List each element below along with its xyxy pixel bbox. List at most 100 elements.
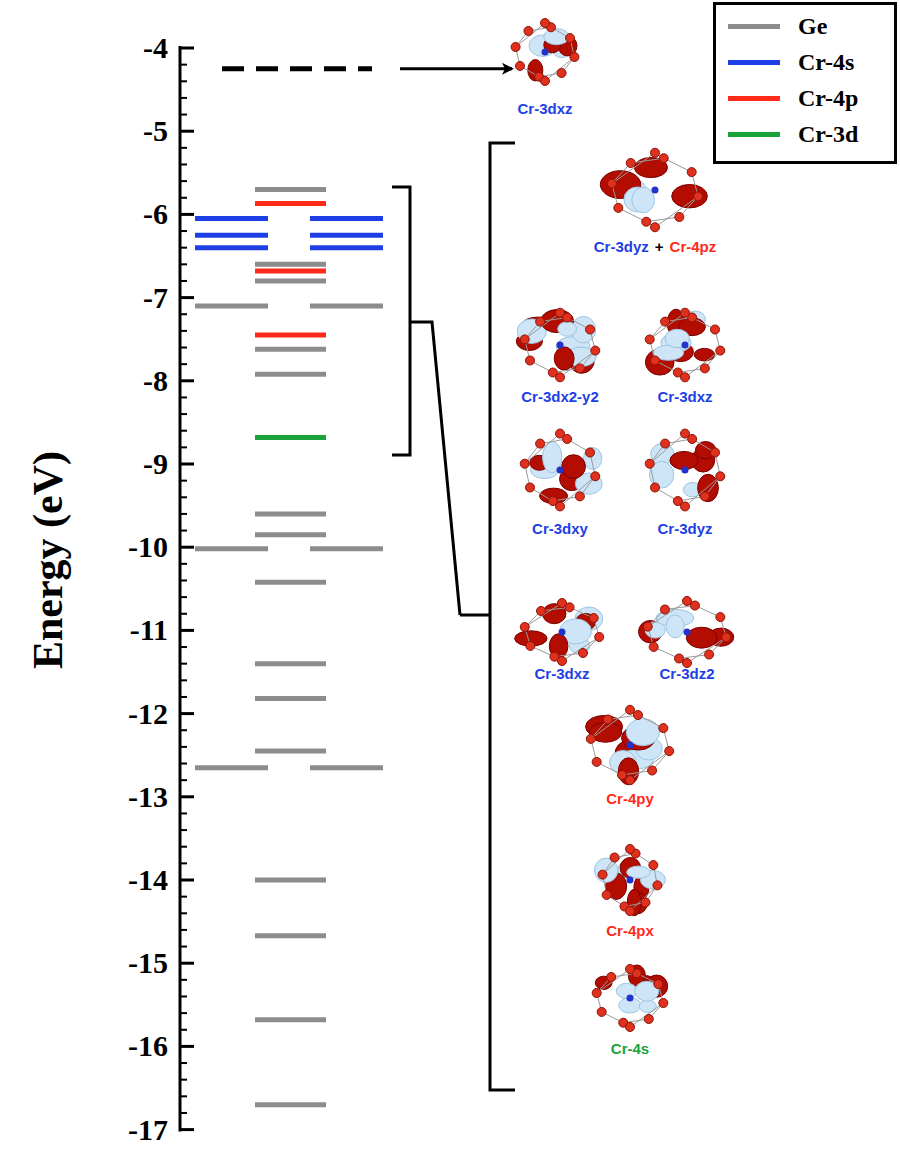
ge-atom bbox=[586, 325, 595, 334]
cage-bond bbox=[685, 351, 720, 378]
legend-swatch bbox=[728, 96, 780, 101]
cage-bond bbox=[687, 637, 726, 663]
orbital-lobe bbox=[627, 866, 651, 878]
legend-row: Cr-4s bbox=[728, 47, 854, 77]
energy-level bbox=[310, 245, 383, 250]
ge-atom bbox=[716, 613, 725, 622]
energy-level bbox=[255, 532, 326, 537]
tick-label: -14 bbox=[128, 865, 168, 895]
orbital-label: Cr-3dyz bbox=[594, 238, 649, 256]
energy-level bbox=[310, 303, 383, 308]
orbital-label: Cr-3dz2 bbox=[659, 665, 714, 683]
major-tick bbox=[180, 379, 194, 382]
orbital-lobe bbox=[616, 983, 637, 998]
ge-atom bbox=[607, 972, 616, 981]
ge-atom bbox=[716, 346, 725, 355]
minor-tick bbox=[180, 64, 187, 66]
orbital-picture bbox=[592, 965, 668, 1032]
orbital-lobe bbox=[554, 347, 574, 370]
lumo-level bbox=[222, 66, 372, 71]
minor-tick bbox=[180, 530, 187, 532]
legend-swatch bbox=[728, 60, 780, 65]
ge-atom bbox=[675, 213, 684, 222]
orbital-label: Cr-4s bbox=[611, 1040, 649, 1058]
cage-bond bbox=[560, 476, 595, 506]
tick-label: -15 bbox=[128, 948, 168, 978]
ge-atom bbox=[592, 988, 601, 997]
minor-tick bbox=[180, 646, 187, 648]
ge-atom bbox=[575, 364, 584, 373]
orbital-label: Cr-4px bbox=[606, 922, 654, 940]
minor-tick bbox=[180, 80, 187, 82]
ge-atom bbox=[641, 898, 650, 907]
ge-atom bbox=[556, 429, 565, 438]
ge-atom bbox=[650, 483, 659, 492]
cage-bond bbox=[646, 217, 679, 222]
tick-label: -11 bbox=[130, 615, 168, 645]
cage-bond bbox=[630, 885, 657, 911]
minor-tick bbox=[180, 1029, 187, 1031]
pointer-arrow bbox=[400, 67, 512, 70]
ge-atom bbox=[536, 439, 545, 448]
energy-level bbox=[255, 333, 326, 338]
cage-bond bbox=[591, 710, 630, 739]
minor-tick bbox=[180, 995, 187, 997]
tick-label: -8 bbox=[143, 366, 168, 396]
orbital-lobe bbox=[639, 1000, 656, 1012]
ge-atom bbox=[541, 19, 550, 28]
ge-atom bbox=[649, 861, 658, 870]
ge-atom bbox=[556, 502, 565, 511]
ge-atom bbox=[626, 965, 635, 974]
orbital-picture bbox=[600, 148, 707, 232]
minor-tick bbox=[180, 1012, 187, 1014]
minor-tick bbox=[180, 1079, 187, 1081]
minor-tick bbox=[180, 97, 187, 99]
minor-tick bbox=[180, 1062, 187, 1064]
ge-atom bbox=[694, 192, 703, 201]
cage-bond bbox=[560, 351, 595, 378]
ge-atom bbox=[648, 766, 657, 775]
legend-row: Ge bbox=[728, 11, 827, 41]
orbital-picture bbox=[645, 429, 725, 511]
major-tick bbox=[180, 47, 194, 50]
cr-atom bbox=[557, 467, 564, 474]
orbital-picture bbox=[594, 844, 665, 915]
minor-tick bbox=[180, 929, 187, 931]
ge-atom bbox=[633, 711, 642, 720]
ge-atom bbox=[591, 346, 600, 355]
energy-level bbox=[255, 1017, 326, 1022]
cr-atom bbox=[557, 342, 564, 349]
cage-bond bbox=[655, 196, 698, 227]
energy-level bbox=[310, 765, 383, 770]
cr-atom bbox=[682, 467, 689, 474]
cage-bond bbox=[685, 476, 720, 506]
energy-level bbox=[255, 696, 326, 701]
ge-atom bbox=[603, 715, 612, 724]
orbital-label: Cr-4py bbox=[606, 790, 654, 808]
cr-atom bbox=[684, 629, 691, 636]
ge-atom bbox=[575, 492, 584, 501]
energy-level bbox=[310, 216, 383, 221]
energy-level bbox=[310, 546, 383, 551]
minor-tick bbox=[180, 363, 187, 365]
ge-atom bbox=[705, 650, 714, 659]
large-bracket bbox=[460, 143, 515, 1090]
tick-label: -6 bbox=[143, 199, 168, 229]
energy-level bbox=[255, 580, 326, 585]
ge-atom bbox=[566, 34, 575, 43]
cage-bond bbox=[648, 601, 687, 627]
minor-tick bbox=[180, 679, 187, 681]
minor-tick bbox=[180, 912, 187, 914]
ge-atom bbox=[716, 472, 725, 481]
ge-atom bbox=[610, 853, 619, 862]
major-tick bbox=[180, 712, 194, 715]
ge-atom bbox=[711, 448, 720, 457]
ge-atom bbox=[653, 881, 662, 890]
ge-atom bbox=[659, 999, 668, 1008]
minor-tick bbox=[180, 396, 187, 398]
legend-text: Cr-4p bbox=[798, 84, 858, 112]
major-tick bbox=[180, 130, 194, 133]
energy-level bbox=[255, 661, 326, 666]
